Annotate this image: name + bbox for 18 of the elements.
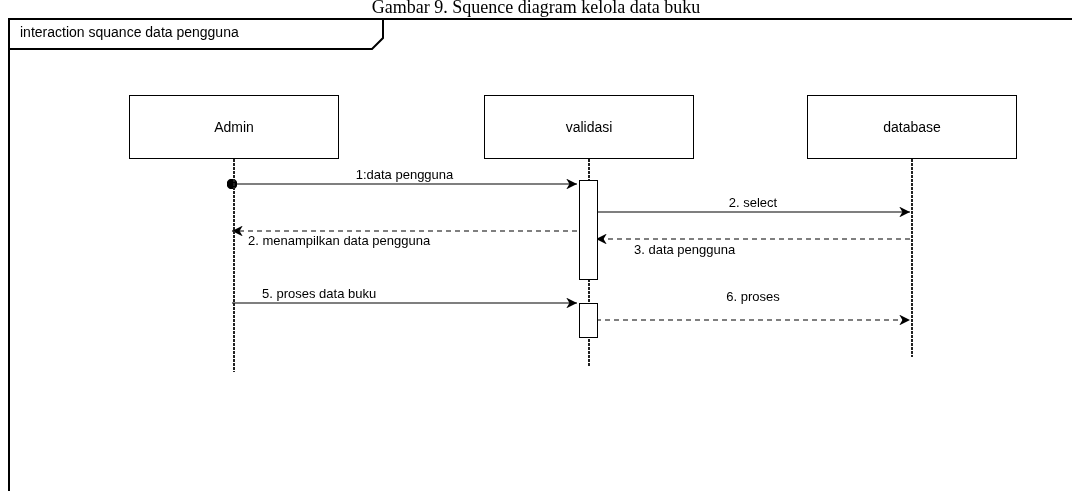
- participant-box: Admin: [129, 95, 339, 159]
- message-label: 1:data pengguna: [353, 168, 456, 182]
- return-message-arrow: [231, 225, 578, 237]
- participant-lifeline: [807, 95, 1017, 357]
- message-label: 2. select: [726, 196, 780, 210]
- message-label: 6. proses: [724, 290, 782, 304]
- message-arrow: [231, 297, 578, 309]
- message-label: 2. menampilkan data pengguna: [246, 234, 433, 248]
- activation-bar: [579, 303, 598, 338]
- frame-label: interaction squance data pengguna: [20, 24, 239, 40]
- figure-title: Gambar 9. Squence diagram kelola data buku: [370, 0, 702, 18]
- participant-box: database: [807, 95, 1017, 159]
- frame: [8, 18, 1072, 491]
- message-arrow: [226, 178, 578, 190]
- message-label: 3. data pengguna: [632, 243, 738, 257]
- message-label: 5. proses data buku: [260, 287, 379, 301]
- activation-bar: [579, 180, 598, 280]
- participant-box: validasi: [484, 95, 694, 159]
